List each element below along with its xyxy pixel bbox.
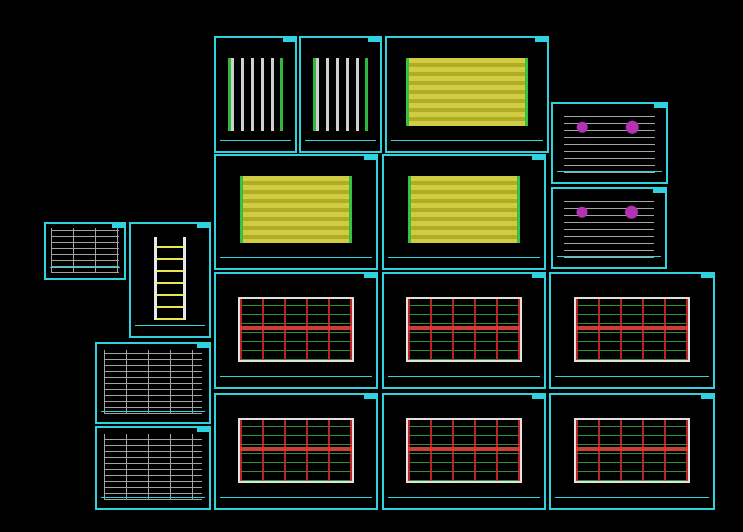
sheet-tab	[368, 36, 382, 42]
sheet-tab	[112, 222, 126, 228]
elevation-drawing	[227, 58, 284, 131]
floor-plan-drawing	[406, 296, 522, 363]
sheet-tab	[654, 102, 668, 108]
drawing-sheet-plan-roof-c[interactable]	[549, 272, 715, 389]
drawing-sheet-elev-front-b[interactable]	[214, 154, 378, 270]
elevation-drawing	[312, 58, 369, 131]
sheet-tab	[532, 272, 546, 278]
drawing-sheet-plan-roof-a[interactable]	[214, 272, 378, 389]
elevation-drawing	[240, 176, 352, 244]
sheet-tab	[701, 393, 715, 399]
detail-drawing	[564, 111, 655, 173]
drawing-sheet-plan-standard[interactable]	[382, 393, 546, 510]
drawing-sheet-elev-side-b[interactable]	[299, 36, 382, 153]
table-drawing	[103, 350, 203, 415]
drawing-sheet-plan-ground[interactable]	[214, 393, 378, 510]
drawing-sheet-wall-section[interactable]	[129, 222, 211, 338]
drawing-sheet-design-notes[interactable]	[95, 426, 211, 510]
sheet-tab	[653, 187, 667, 193]
table-drawing	[103, 434, 203, 500]
table-drawing	[50, 228, 120, 273]
sheet-tab	[535, 36, 549, 42]
sheet-tab	[197, 342, 211, 348]
drawing-sheet-elev-rear[interactable]	[382, 154, 546, 270]
elevation-drawing	[408, 176, 520, 244]
drawing-sheet-elev-side-a[interactable]	[214, 36, 297, 153]
floor-plan-drawing	[573, 417, 691, 484]
sheet-tab	[364, 393, 378, 399]
drawing-sheet-plan-top[interactable]	[549, 393, 715, 510]
floor-plan-drawing	[238, 417, 354, 484]
floor-plan-drawing	[573, 296, 691, 363]
sheet-tab	[197, 426, 211, 432]
drawing-sheet-door-window-table[interactable]	[44, 222, 126, 280]
sheet-tab	[532, 154, 546, 160]
drawing-sheet-detail-stair[interactable]	[551, 187, 667, 269]
floor-plan-drawing	[238, 296, 354, 363]
drawing-sheet-detail-nodes[interactable]	[551, 102, 668, 184]
sheet-tab	[364, 154, 378, 160]
floor-plan-drawing	[406, 417, 522, 484]
detail-drawing	[564, 196, 654, 258]
sheet-tab	[701, 272, 715, 278]
drawing-sheet-spec-table[interactable]	[95, 342, 211, 424]
section-drawing	[154, 237, 186, 321]
sheet-tab	[283, 36, 297, 42]
sheet-tab	[364, 272, 378, 278]
drawing-sheet-plan-roof-b[interactable]	[382, 272, 546, 389]
sheet-tab	[532, 393, 546, 399]
elevation-drawing	[406, 58, 528, 127]
drawing-sheet-elev-front-a[interactable]	[385, 36, 549, 153]
sheet-tab	[197, 222, 211, 228]
